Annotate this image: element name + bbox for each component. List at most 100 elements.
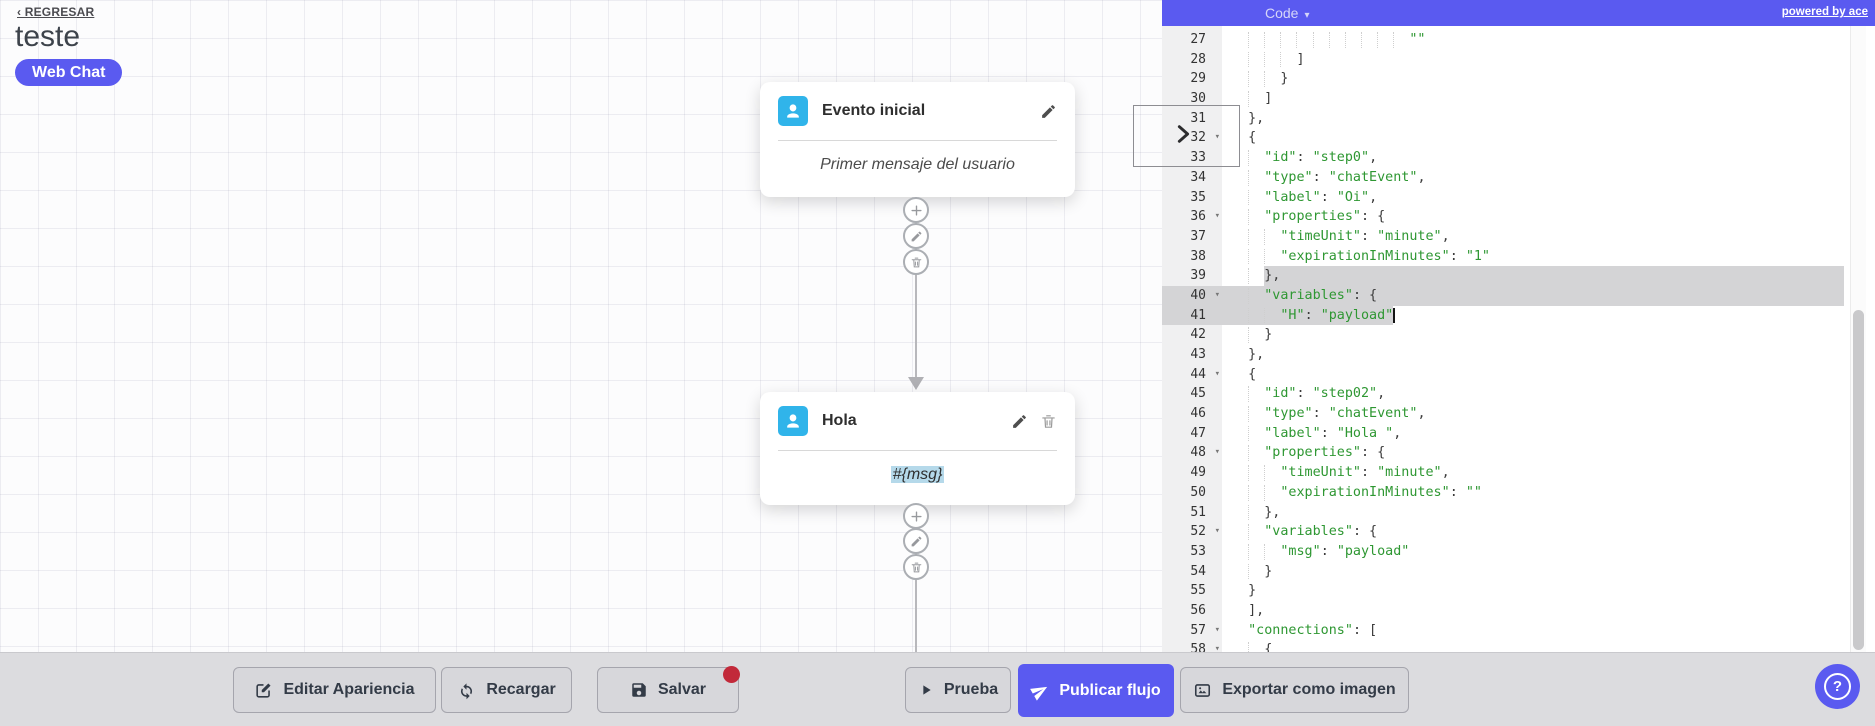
indent-guide (1248, 524, 1250, 540)
code-line[interactable]: "connections": [ (1248, 622, 1378, 638)
gutter-line-number: 53 (1190, 543, 1206, 559)
delete-connection-button[interactable] (903, 554, 929, 580)
gutter-line-number: 38 (1190, 248, 1206, 264)
code-line[interactable]: }, (1248, 110, 1265, 126)
export-image-button[interactable]: Exportar como imagen (1180, 667, 1409, 713)
code-line[interactable]: "id": "step02", (1222, 384, 1875, 404)
button-label: Exportar como imagen (1222, 681, 1396, 698)
node-body-text: Primer mensaje del usuario (820, 156, 1015, 173)
code-panel-collapse-handle[interactable] (1133, 105, 1240, 167)
code-line[interactable]: ] (1222, 50, 1875, 70)
gutter-line-number: 52▾ (1162, 522, 1222, 542)
scrollbar-thumb[interactable] (1853, 310, 1864, 650)
node-hola[interactable]: Hola #{msg} (760, 392, 1075, 505)
node-evento-inicial[interactable]: Evento inicial Primer mensaje del usuari… (760, 82, 1075, 197)
fold-caret-icon[interactable]: ▾ (1214, 624, 1220, 635)
gutter-line-number: 34 (1190, 169, 1206, 185)
publish-flow-button[interactable]: Publicar flujo (1018, 664, 1174, 717)
code-line[interactable]: "type": "chatEvent", (1222, 168, 1875, 188)
gutter-line-number: 50 (1190, 484, 1206, 500)
gutter-line-number: 30 (1190, 91, 1206, 107)
fold-caret-icon[interactable]: ▾ (1214, 211, 1220, 222)
fold-caret-icon[interactable]: ▾ (1214, 447, 1220, 458)
flow-canvas[interactable]: ‹ REGRESAR teste Web Chat Evento inicial… (0, 0, 1162, 652)
code-line[interactable]: "timeUnit": "minute", (1222, 463, 1875, 483)
fold-caret-icon[interactable]: ▾ (1214, 132, 1220, 143)
node-divider (778, 140, 1057, 141)
indent-guide (1248, 543, 1250, 560)
gutter-line-number: 46 (1190, 406, 1206, 422)
code-line[interactable]: { (1248, 366, 1257, 382)
save-button[interactable]: Salvar (597, 666, 740, 713)
fold-caret-icon[interactable]: ▾ (1214, 526, 1220, 537)
code-line[interactable]: "H": "payload" (1222, 305, 1875, 326)
code-line[interactable]: "variables": { (1222, 522, 1875, 542)
code-line[interactable]: "timeUnit": "minute", (1222, 227, 1875, 247)
edit-connection-button[interactable] (903, 528, 929, 554)
back-link[interactable]: ‹ REGRESAR (17, 5, 95, 19)
code-line[interactable]: "properties": { (1222, 207, 1875, 227)
code-line[interactable]: "label": "Hola ", (1222, 424, 1875, 444)
add-step-button[interactable] (903, 503, 929, 529)
code-line[interactable]: } (1248, 583, 1257, 599)
gutter-line-number: 58▾ (1162, 640, 1222, 652)
code-line[interactable]: }, (1222, 503, 1875, 523)
button-label: Prueba (943, 681, 999, 698)
edit-node-icon[interactable] (1040, 103, 1057, 120)
code-line[interactable]: "msg": "payload" (1222, 542, 1875, 562)
indent-guide (1248, 209, 1250, 225)
powered-by-ace-link[interactable]: powered by ace (1781, 6, 1868, 18)
code-line[interactable]: "variables": { (1222, 285, 1875, 306)
fold-caret-icon[interactable]: ▾ (1214, 644, 1220, 652)
add-step-button[interactable] (903, 197, 929, 223)
node-body-variable: #{msg} (890, 466, 945, 483)
gutter-line-number: 56 (1190, 602, 1206, 618)
code-line[interactable]: { (1222, 640, 1875, 652)
plus-icon (910, 510, 922, 522)
text-selection (1264, 266, 1844, 286)
fold-caret-icon[interactable]: ▾ (1214, 289, 1220, 300)
code-line[interactable]: }, (1248, 347, 1265, 362)
fold-caret-icon[interactable]: ▾ (1214, 368, 1220, 379)
reload-button[interactable]: Recargar (441, 667, 572, 713)
indent-guide (1377, 32, 1379, 48)
code-line[interactable]: ] (1222, 89, 1875, 109)
code-line[interactable]: "expirationInMinutes": "1" (1222, 247, 1875, 267)
indent-guide (1248, 228, 1250, 245)
user-icon (778, 96, 808, 126)
edit-node-icon[interactable] (1011, 413, 1028, 430)
help-button[interactable]: ? (1815, 664, 1860, 709)
delete-connection-button[interactable] (903, 249, 929, 275)
code-line[interactable]: { (1248, 130, 1257, 146)
code-mode-dropdown[interactable]: Code▾ (1265, 5, 1310, 21)
indent-guide (1264, 32, 1266, 48)
test-button[interactable]: Prueba (905, 667, 1011, 713)
code-line[interactable]: } (1222, 69, 1875, 89)
code-content[interactable]: "" ] } ] }, { "id": "step0", "type": "ch… (1222, 30, 1875, 652)
indent-guide (1248, 445, 1250, 462)
code-line[interactable]: "" (1222, 30, 1875, 50)
node-divider (778, 450, 1057, 451)
code-line[interactable]: "properties": { (1222, 443, 1875, 463)
code-line[interactable]: } (1222, 325, 1875, 345)
delete-node-icon[interactable] (1040, 413, 1057, 430)
trash-icon (911, 257, 921, 267)
edit-connection-button[interactable] (903, 223, 929, 249)
gutter-line-number: 37 (1190, 228, 1206, 244)
code-line[interactable]: "id": "step0", (1222, 148, 1875, 168)
code-line[interactable]: } (1222, 562, 1875, 582)
edit-appearance-button[interactable]: Editar Apariencia (233, 667, 436, 713)
code-line[interactable]: "label": "Oi", (1222, 188, 1875, 208)
indent-guide (1248, 71, 1250, 88)
code-line[interactable]: "expirationInMinutes": "" (1222, 483, 1875, 503)
indent-guide (1248, 189, 1250, 206)
channel-badge: Web Chat (15, 59, 123, 86)
indent-guide (1264, 307, 1266, 324)
code-line[interactable]: }, (1222, 266, 1875, 286)
code-line[interactable]: ], (1248, 602, 1265, 618)
gutter-line-number: 39 (1190, 268, 1206, 284)
indent-guide (1248, 307, 1250, 324)
code-line[interactable]: "type": "chatEvent", (1222, 404, 1875, 424)
indent-guide (1248, 32, 1250, 48)
